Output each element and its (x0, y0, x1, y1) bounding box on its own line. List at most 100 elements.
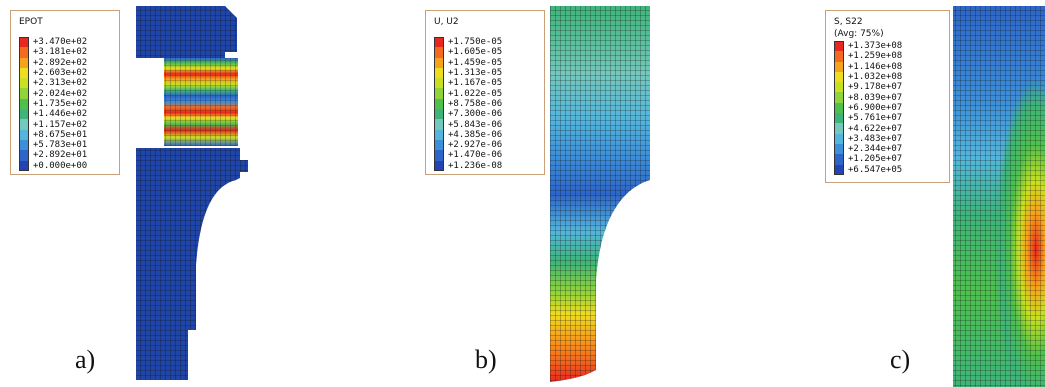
legend-value: +1.373e+08 (848, 41, 903, 52)
legend-entry: +1.459e-05 (434, 57, 538, 68)
legend-value: +1.446e+02 (33, 109, 88, 120)
legend-entry: +6.900e+07 (834, 102, 943, 114)
legend-swatch (19, 67, 29, 79)
legend-swatch (434, 67, 444, 79)
legend-value: +8.039e+07 (848, 92, 903, 103)
legend-value: +1.236e-08 (448, 160, 503, 171)
legend-entry: +2.603e+02 (19, 67, 113, 79)
legend-swatch (434, 160, 444, 171)
legend-value: +6.900e+07 (848, 102, 903, 113)
legend-epot: EPOT +3.470e+02+3.181e+02+2.892e+02+2.60… (10, 10, 120, 175)
legend-entry: +1.446e+02 (19, 109, 113, 120)
legend-swatch (19, 98, 29, 110)
legend-value: +5.783e+01 (33, 140, 88, 151)
panel-c: S, S22 (Avg: 75%) +1.373e+08+1.259e+08+1… (685, 0, 1045, 387)
panel-label-a: a) (75, 345, 96, 374)
legend-subtitle: (Avg: 75%) (834, 29, 884, 39)
legend-value: +2.603e+02 (33, 68, 88, 79)
legend-entry: +3.470e+02 (19, 37, 113, 48)
legend-entry: +5.783e+01 (19, 139, 113, 151)
legend-value: +1.470e-06 (448, 150, 503, 161)
legend-value: +1.750e-05 (448, 37, 503, 48)
legend-entry: +6.547e+05 (834, 164, 943, 175)
legend-swatch (434, 47, 444, 58)
legend-entry: +5.761e+07 (834, 113, 943, 124)
legend-entry: +1.157e+02 (19, 119, 113, 130)
legend-entry: +1.470e-06 (434, 150, 538, 161)
legend-value: +1.157e+02 (33, 119, 88, 130)
legend-title: U, U2 (434, 17, 459, 27)
legend-value: +5.761e+07 (848, 113, 903, 124)
legend-swatch (834, 82, 844, 93)
legend-value: +1.259e+08 (848, 51, 903, 62)
legend-entry: +1.032e+08 (834, 71, 943, 83)
legend-entry: +2.344e+07 (834, 143, 943, 155)
legend-swatch (834, 164, 844, 175)
legend-swatch (434, 139, 444, 151)
legend-entry: +5.843e-06 (434, 119, 538, 130)
legend-swatch (19, 119, 29, 130)
legend-entry: +8.758e-06 (434, 98, 538, 110)
fe-mesh-b (550, 6, 650, 382)
legend-entry: +1.750e-05 (434, 37, 538, 48)
legend-swatch (434, 150, 444, 161)
legend-entry: +0.000e+00 (19, 160, 113, 171)
legend-entry: +8.675e+01 (19, 129, 113, 140)
legend-swatch (834, 61, 844, 72)
legend-u2: U, U2 +1.750e-05+1.605e-05+1.459e-05+1.3… (425, 10, 545, 175)
legend-value: +3.181e+02 (33, 47, 88, 58)
legend-scale: +1.373e+08+1.259e+08+1.146e+08+1.032e+08… (834, 41, 943, 175)
legend-entry: +1.022e-05 (434, 88, 538, 99)
legend-entry: +2.927e-06 (434, 139, 538, 151)
legend-value: +9.178e+07 (848, 82, 903, 93)
legend-entry: +2.892e+02 (19, 57, 113, 68)
legend-value: +8.758e-06 (448, 98, 503, 109)
legend-entry: +1.313e-05 (434, 67, 538, 79)
legend-value: +0.000e+00 (33, 160, 88, 171)
legend-entry: +1.167e-05 (434, 78, 538, 89)
legend-value: +1.459e-05 (448, 57, 503, 68)
legend-scale: +1.750e-05+1.605e-05+1.459e-05+1.313e-05… (434, 37, 538, 171)
legend-entry: +1.605e-05 (434, 47, 538, 58)
fe-mesh-a (136, 6, 248, 380)
legend-value: +1.205e+07 (848, 154, 903, 165)
legend-entry: +1.373e+08 (834, 41, 943, 52)
legend-entry: +8.039e+07 (834, 92, 943, 103)
legend-value: +2.927e-06 (448, 140, 503, 151)
legend-swatch (19, 57, 29, 68)
legend-swatch (834, 133, 844, 144)
legend-entry: +1.735e+02 (19, 98, 113, 110)
legend-value: +1.022e-05 (448, 88, 503, 99)
legend-swatch (434, 88, 444, 99)
legend-entry: +4.385e-06 (434, 129, 538, 140)
legend-swatch (19, 88, 29, 99)
legend-value: +2.892e+01 (33, 150, 88, 161)
legend-swatch (834, 143, 844, 155)
legend-value: +2.344e+07 (848, 144, 903, 155)
legend-swatch (19, 109, 29, 120)
legend-swatch (434, 78, 444, 89)
legend-entry: +7.300e-06 (434, 109, 538, 120)
legend-value: +1.032e+08 (848, 72, 903, 83)
legend-value: +5.843e-06 (448, 119, 503, 130)
legend-value: +3.483e+07 (848, 133, 903, 144)
legend-entry: +2.024e+02 (19, 88, 113, 99)
legend-swatch (834, 41, 844, 52)
legend-title: EPOT (19, 17, 43, 27)
legend-value: +2.024e+02 (33, 88, 88, 99)
legend-value: +4.385e-06 (448, 129, 503, 140)
legend-swatch (834, 123, 844, 134)
legend-value: +2.892e+02 (33, 57, 88, 68)
legend-value: +1.735e+02 (33, 98, 88, 109)
legend-swatch (434, 57, 444, 68)
legend-value: +8.675e+01 (33, 129, 88, 140)
legend-s22: S, S22 (Avg: 75%) +1.373e+08+1.259e+08+1… (825, 10, 950, 183)
legend-swatch (834, 92, 844, 103)
legend-value: +4.622e+07 (848, 123, 903, 134)
fe-mesh-c (953, 6, 1045, 387)
legend-swatch (19, 47, 29, 58)
legend-entry: +1.146e+08 (834, 61, 943, 72)
legend-entry: +1.236e-08 (434, 160, 538, 171)
legend-value: +1.146e+08 (848, 61, 903, 72)
legend-value: +6.547e+05 (848, 164, 903, 175)
